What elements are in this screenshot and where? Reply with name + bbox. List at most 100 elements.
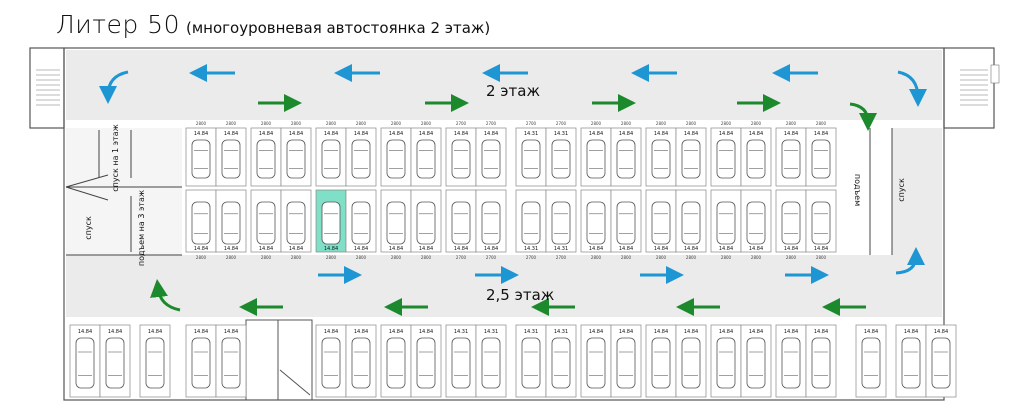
space-area-label: 14.84 (814, 131, 828, 137)
right-ramp-area (892, 128, 942, 255)
left-ramp-lines (65, 130, 182, 256)
car-icon (286, 201, 306, 245)
car-icon (351, 337, 371, 389)
space-width-label: 2800 (686, 121, 697, 126)
row3-space: 14.84 (69, 324, 101, 398)
stairs-right (960, 64, 1000, 106)
space-area-label: 14.84 (589, 246, 603, 252)
space-width-label: 2800 (621, 121, 632, 126)
car-icon (616, 201, 636, 245)
space-area-label: 14.84 (419, 329, 433, 335)
space-area-label: 14.84 (784, 329, 798, 335)
space-width-label: 2800 (326, 255, 337, 260)
space-width-label: 2800 (261, 255, 272, 260)
right-stair-block (943, 47, 995, 129)
space-area-label: 14.31 (554, 131, 568, 137)
left-stair-block (29, 47, 65, 129)
space-area-label: 14.84 (454, 246, 468, 252)
space-width-label: 2700 (456, 255, 467, 260)
space-area-label: 14.84 (324, 329, 338, 335)
row1-space: 14.84 2800 (610, 121, 642, 187)
car-icon (451, 337, 471, 389)
space-area-label: 14.84 (654, 329, 668, 335)
space-width-label: 2800 (261, 121, 272, 126)
space-area-label: 14.84 (749, 131, 763, 137)
space-area-label: 14.84 (259, 131, 273, 137)
space-width-label: 2800 (421, 255, 432, 260)
space-width-label: 2700 (526, 255, 537, 260)
car-icon (616, 337, 636, 389)
car-icon (191, 201, 211, 245)
space-area-label: 14.31 (554, 246, 568, 252)
floor-label-upper: 2 этаж (486, 82, 540, 100)
car-icon (481, 201, 501, 245)
space-area-label: 14.31 (454, 329, 468, 335)
car-icon (781, 139, 801, 179)
car-icon (861, 337, 881, 389)
car-icon (521, 139, 541, 179)
row3-space: 14.84 (855, 324, 887, 398)
car-icon (416, 139, 436, 179)
bottom-stairwell (245, 319, 313, 401)
space-area-label: 14.84 (719, 246, 733, 252)
car-icon (586, 139, 606, 179)
row3-space: 14.84 (805, 324, 837, 398)
car-icon (901, 337, 921, 389)
car-icon (746, 337, 766, 389)
row3-space: 14.84 (925, 324, 957, 398)
space-area-label: 14.31 (524, 131, 538, 137)
space-area-label: 14.84 (108, 329, 122, 335)
space-width-label: 2800 (326, 121, 337, 126)
car-icon (811, 139, 831, 179)
space-area-label: 14.84 (389, 131, 403, 137)
space-area-label: 14.84 (194, 246, 208, 252)
row2-space: 14.84 2700 (445, 189, 477, 260)
car-icon (221, 139, 241, 179)
row1-space: 14.84 2800 (740, 121, 772, 187)
car-icon (651, 201, 671, 245)
row3-space: 14.84 (580, 324, 612, 398)
space-area-label: 14.31 (524, 246, 538, 252)
space-area-label: 14.84 (148, 329, 162, 335)
space-area-label: 14.84 (259, 246, 273, 252)
car-icon (811, 201, 831, 245)
space-area-label: 14.84 (814, 246, 828, 252)
space-area-label: 14.84 (684, 329, 698, 335)
car-icon (811, 337, 831, 389)
space-area-label: 14.84 (589, 131, 603, 137)
row3-space: 14.84 (410, 324, 442, 398)
car-icon (386, 139, 406, 179)
space-area-label: 14.84 (934, 329, 948, 335)
car-icon (716, 139, 736, 179)
space-width-label: 2800 (751, 121, 762, 126)
car-icon (551, 337, 571, 389)
space-width-label: 2800 (291, 121, 302, 126)
space-area-label: 14.84 (619, 131, 633, 137)
space-area-label: 14.84 (324, 131, 338, 137)
car-icon (781, 201, 801, 245)
car-icon (286, 139, 306, 179)
space-area-label: 14.84 (194, 131, 208, 137)
upper-corridor (66, 50, 942, 120)
row3-space: 14.84 (740, 324, 772, 398)
space-width-label: 2800 (621, 255, 632, 260)
space-area-label: 14.84 (484, 131, 498, 137)
space-area-label: 14.84 (78, 329, 92, 335)
row3-space: 14.84 (99, 324, 131, 398)
